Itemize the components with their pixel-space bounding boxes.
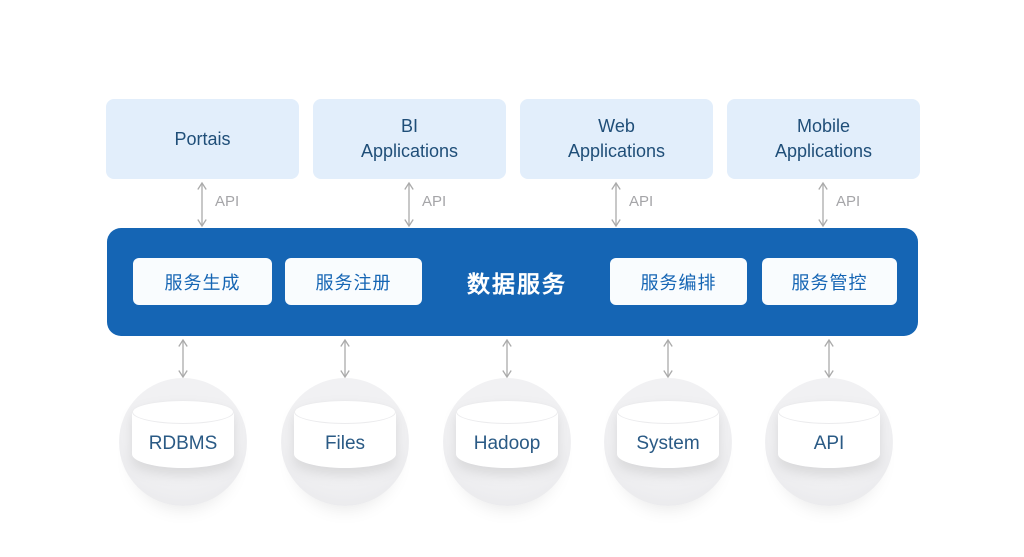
api-arrow-label: API (215, 193, 240, 210)
datasource-label: Hadoop (473, 433, 541, 454)
database-icon: Hadoop (456, 400, 558, 468)
api-arrow-label: API (422, 193, 447, 210)
database-icon: API (778, 400, 880, 468)
datasource-hadoop: Hadoop (443, 378, 571, 506)
api-connection-arrow (197, 181, 207, 228)
database-icon-top (456, 400, 558, 424)
datasource-label: System (636, 433, 700, 454)
service-module-governance: 服务管控 (762, 258, 897, 305)
datasource-system: System (604, 378, 732, 506)
app-box-mobile-applications: Mobile Applications (727, 99, 920, 179)
api-arrow-label: API (836, 193, 861, 210)
api-arrow-label: API (629, 193, 654, 210)
datasource-rdbms: RDBMS (119, 378, 247, 506)
datasource-label: Files (324, 433, 366, 454)
datasource-connection-arrow (340, 338, 350, 379)
service-module-orchestration: 服务编排 (610, 258, 747, 305)
app-box-label: Mobile Applications (774, 116, 873, 161)
api-connection-arrow (404, 181, 414, 228)
api-connection-arrow (611, 181, 621, 228)
data-service-title: 数据服务 (467, 271, 567, 297)
app-box-label: BI Applications (360, 116, 459, 161)
datasource-files: Files (281, 378, 409, 506)
datasource-api: API (765, 378, 893, 506)
database-icon: System (617, 400, 719, 468)
app-box-bi-applications: BI Applications (313, 99, 506, 179)
database-icon: RDBMS (132, 400, 234, 468)
service-module-label: 服务管控 (791, 272, 868, 293)
data-service-bar: 服务生成 服务注册 数据服务 服务编排 服务管控 (107, 228, 918, 336)
database-icon-top (132, 400, 234, 424)
datasource-label: RDBMS (148, 433, 218, 454)
service-module-generation: 服务生成 (133, 258, 272, 305)
database-icon: Files (294, 400, 396, 468)
service-module-registration: 服务注册 (285, 258, 422, 305)
database-icon-top (294, 400, 396, 424)
datasource-connection-arrow (502, 338, 512, 379)
app-box-label: Web Applications (567, 116, 666, 161)
datasource-connection-arrow (178, 338, 188, 379)
service-module-label: 服务生成 (164, 272, 241, 293)
datasource-connection-arrow (824, 338, 834, 379)
api-connection-arrow (818, 181, 828, 228)
database-icon-top (617, 400, 719, 424)
service-module-label: 服务注册 (315, 272, 392, 293)
service-module-label: 服务编排 (640, 272, 717, 293)
app-box-label: Portais (174, 128, 231, 149)
app-box-portais: Portais (106, 99, 299, 179)
datasource-label: API (813, 433, 845, 454)
database-icon-top (778, 400, 880, 424)
datasource-connection-arrow (663, 338, 673, 379)
app-box-web-applications: Web Applications (520, 99, 713, 179)
